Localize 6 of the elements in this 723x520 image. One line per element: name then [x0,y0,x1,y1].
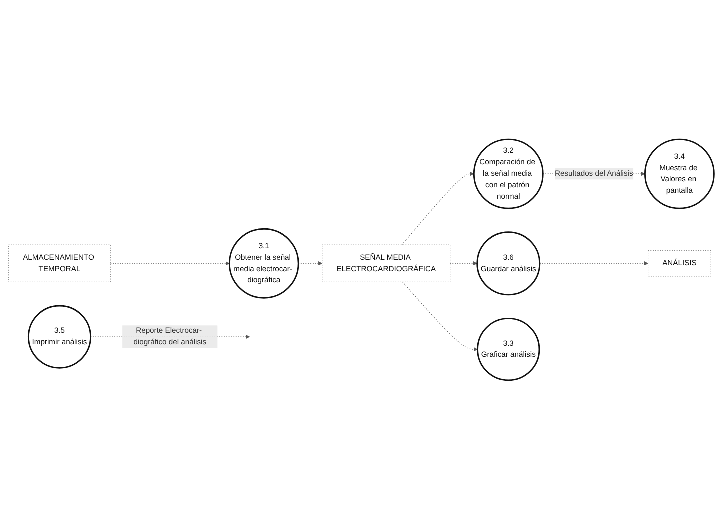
arrow [540,262,648,266]
arrow [110,262,230,266]
arrow [402,282,478,352]
arrow [402,172,474,246]
arrow [450,262,478,266]
arrow [298,262,323,266]
